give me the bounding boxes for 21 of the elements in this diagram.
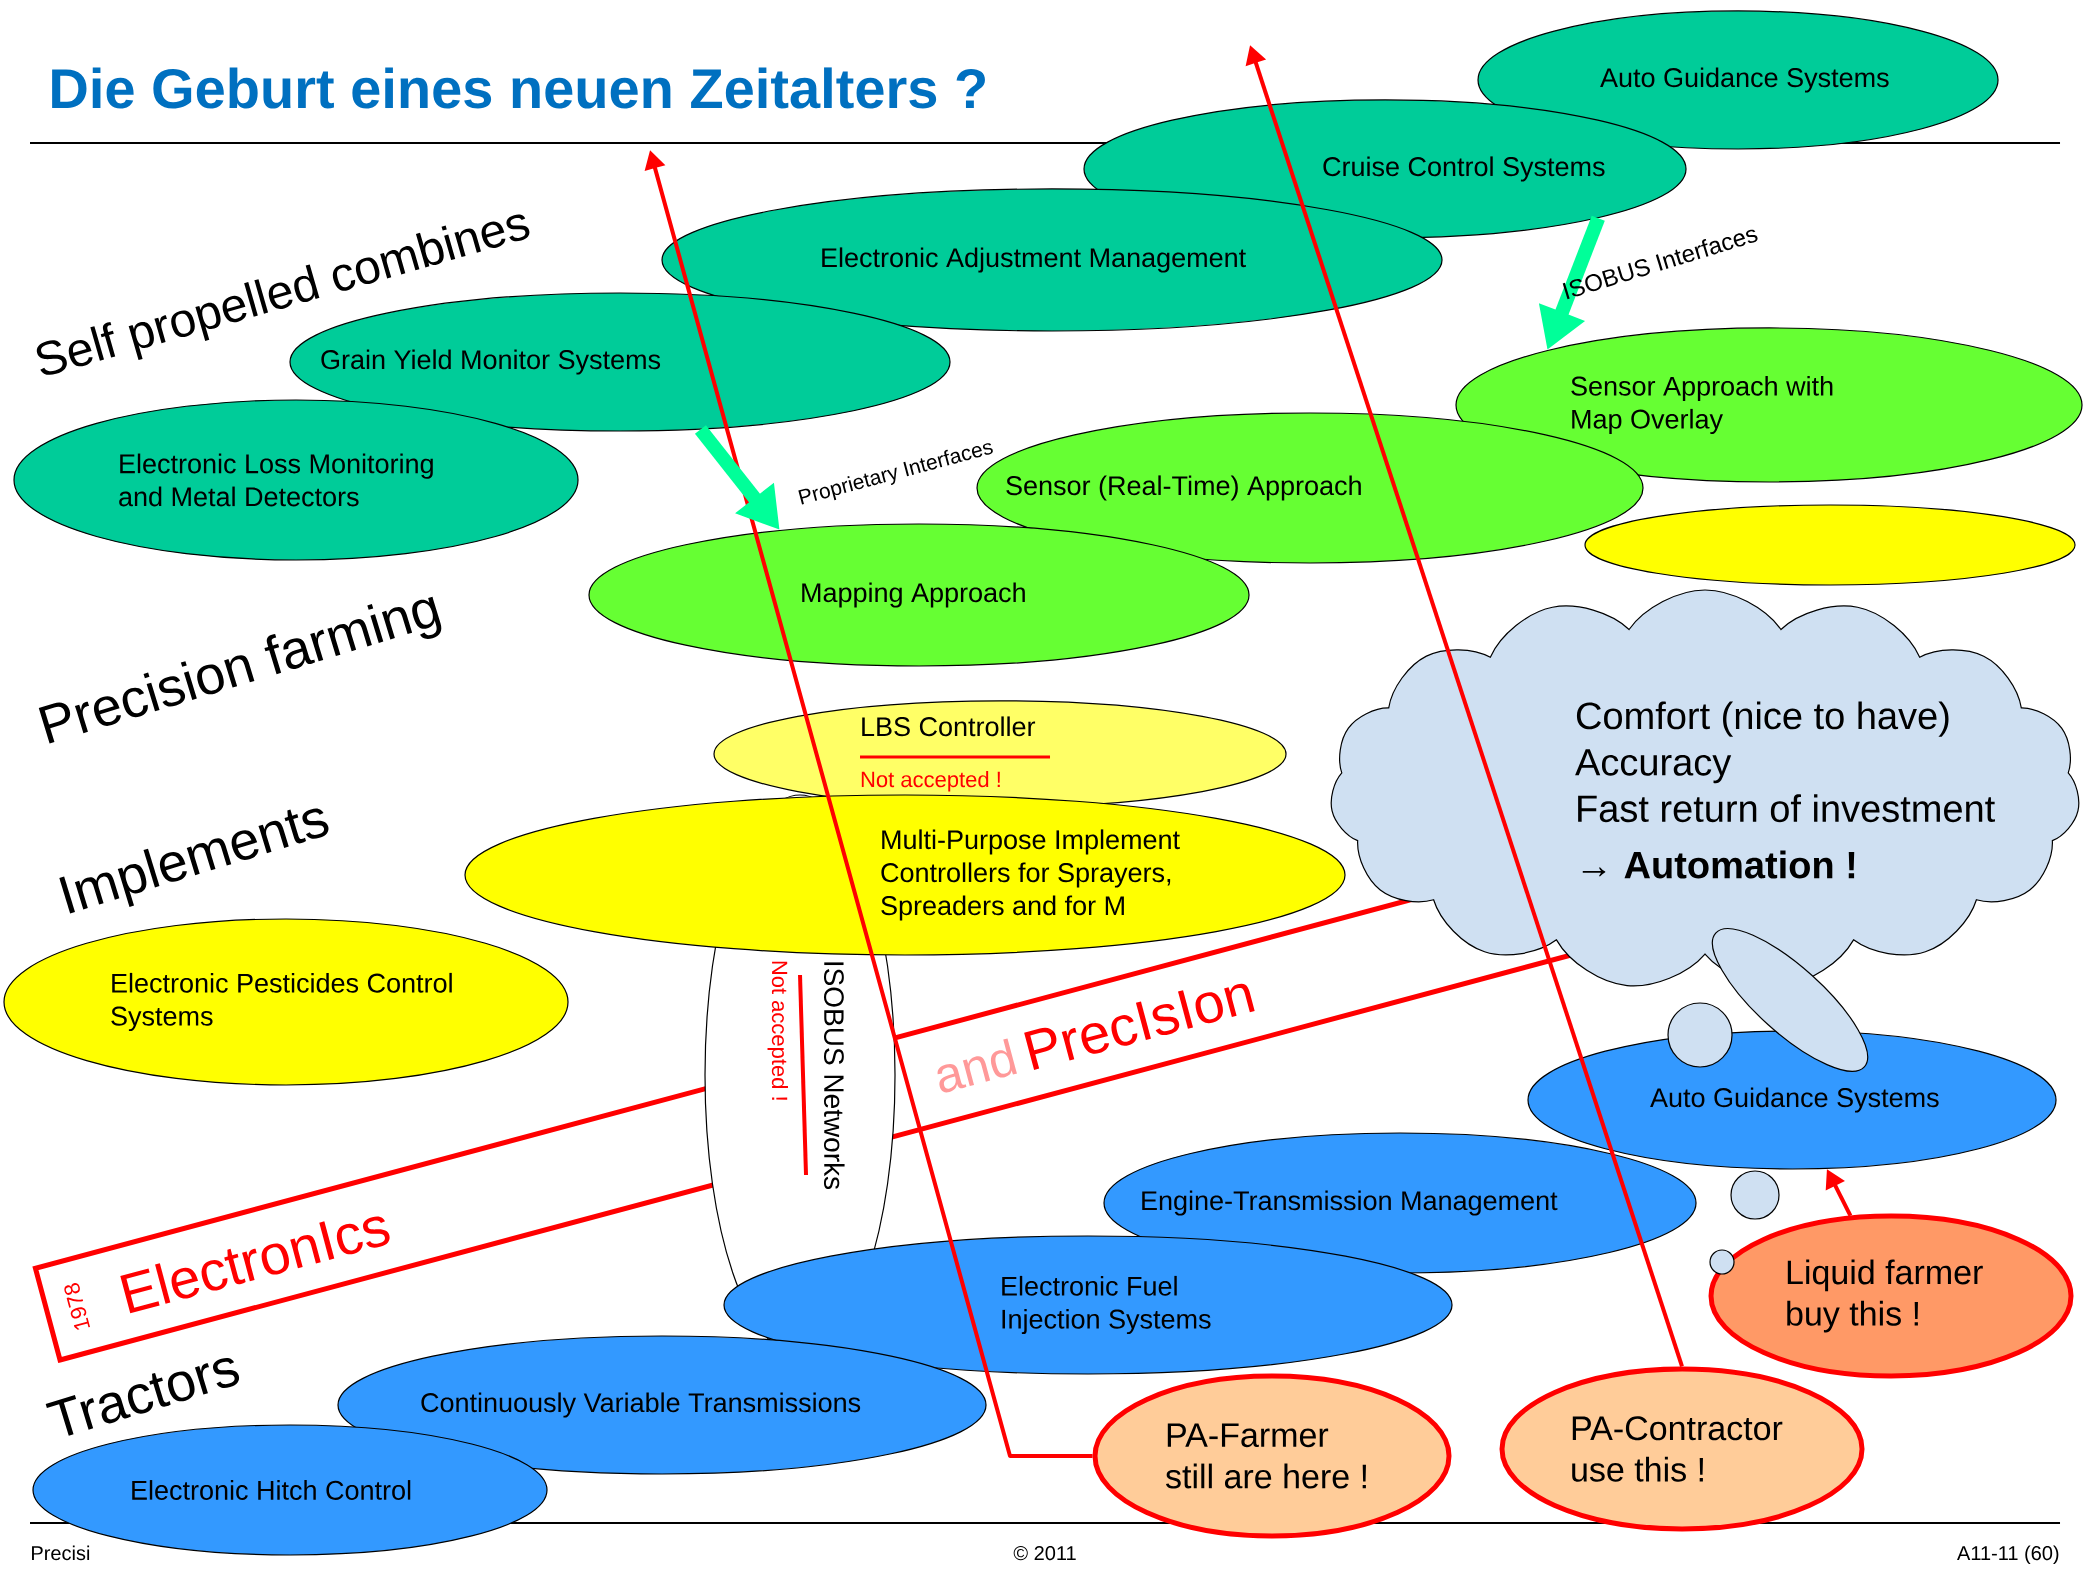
band-text: and xyxy=(937,1038,1018,1093)
ellipse-box: Engine-Transmission Management xyxy=(1103,1132,1697,1274)
ellipse-box: Multi-Purpose Implement Controllers for Sprayers, Spreaders and for M xyxy=(464,794,1346,956)
ellipse-box: Electronic Loss Monitoring and Metal Detectors xyxy=(13,399,579,561)
ellipse-box: Continuously Variable Transmissions xyxy=(337,1335,987,1475)
ellipse-box: Electronic Fuel Injection Systems xyxy=(723,1235,1453,1375)
ellipse-box xyxy=(1584,504,2076,586)
ellipse-box: Mapping Approach xyxy=(588,523,1250,667)
band-text: PrecIsIon xyxy=(1024,983,1255,1070)
title: Die Geburt eines neuen Zeitalters ? xyxy=(52,67,985,109)
ellipse-box: Auto Guidance Systems xyxy=(1527,1030,2057,1170)
ellipse-box: LBS Controller Not accepted ! xyxy=(713,700,1287,808)
ellipse-box: Electronic Pesticides Control Systems xyxy=(3,918,569,1086)
footer-text: © 2011 xyxy=(1013,1546,1076,1561)
ellipse-box: Sensor Approach with Map Overlay xyxy=(1455,327,2083,483)
year-label: 1978 xyxy=(64,1283,91,1330)
thought-cloud: Comfort (nice to have) Accuracy Fast return of investment → Automation ! xyxy=(1330,589,2080,987)
footer-text: A11-11 (60) xyxy=(1957,1545,2059,1565)
section-heading: Precision farming xyxy=(38,596,442,744)
ellipse-box: Electronic Adjustment Management xyxy=(661,188,1443,332)
ellipse-box: Auto Guidance Systems xyxy=(1477,10,1999,150)
